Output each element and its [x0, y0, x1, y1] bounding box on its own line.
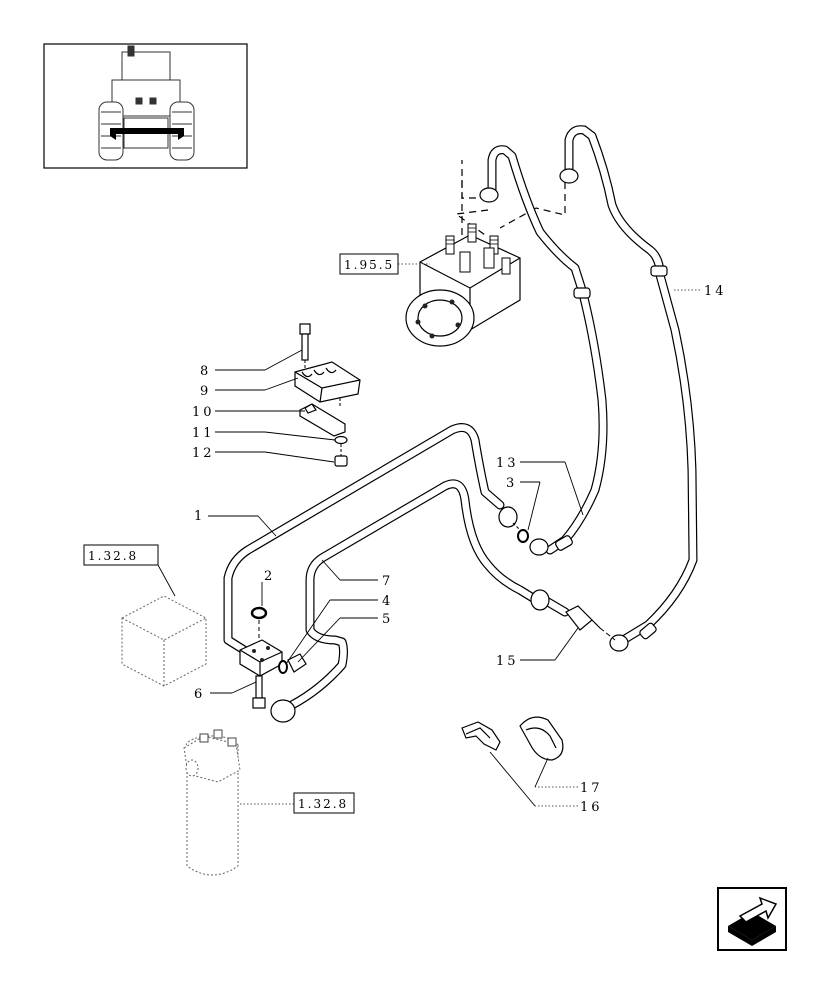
tube-fittings: [270, 168, 668, 723]
callout-4: 4: [382, 594, 393, 609]
callout-16: 16: [580, 800, 603, 815]
reference-box-steering[interactable]: 1.95.5: [339, 253, 399, 275]
seal-2: [250, 606, 268, 620]
callout-14: 14: [704, 284, 727, 299]
callout-6: 6: [194, 687, 205, 702]
clip-17: [519, 716, 564, 761]
connection-dashes: [450, 160, 566, 246]
reference-steering-unit[interactable]: 1.95.5: [344, 258, 394, 272]
adapter-15: [565, 605, 616, 641]
callout-9: 9: [200, 384, 211, 399]
callout-13: 13: [496, 456, 519, 471]
steering-unit: [405, 223, 521, 347]
bracket-assembly: [294, 323, 361, 467]
next-page-arrow-icon[interactable]: [717, 887, 787, 951]
filter-housing-reference: [121, 595, 207, 687]
callout-5: 5: [382, 612, 393, 627]
clip-16: [461, 721, 501, 751]
callout-11: 11: [192, 426, 215, 441]
mounting-block: [239, 606, 307, 709]
callout-17: 17: [580, 781, 603, 796]
callout-10: 10: [192, 405, 215, 420]
hydraulic-tubes: [223, 125, 698, 710]
callout-2: 2: [264, 569, 275, 584]
callout-15: 15: [496, 654, 519, 669]
leader-lines: [157, 263, 700, 807]
reference-box-filter-left[interactable]: 1.32.8: [83, 544, 159, 566]
callout-labels: 8 9 10 11 12 1 2 6 7 4 5 13 3 14 15 17 1…: [192, 284, 727, 815]
callout-7: 7: [382, 574, 393, 589]
highlight-bar: [110, 128, 184, 140]
callout-1: 1: [194, 509, 205, 524]
callout-8: 8: [200, 364, 211, 379]
tractor-thumbnail: [43, 43, 248, 169]
callout-12: 12: [192, 446, 215, 461]
seal-3: [517, 529, 529, 543]
reference-box-filter-bottom[interactable]: 1.32.8: [293, 792, 355, 814]
bolt-6: [252, 675, 266, 709]
reference-filter-housing[interactable]: 1.32.8: [88, 549, 138, 563]
callout-3: 3: [506, 476, 517, 491]
reference-oil-filter[interactable]: 1.32.8: [298, 797, 348, 811]
seal-4: [278, 660, 288, 674]
oil-filter-reference: [183, 729, 241, 876]
